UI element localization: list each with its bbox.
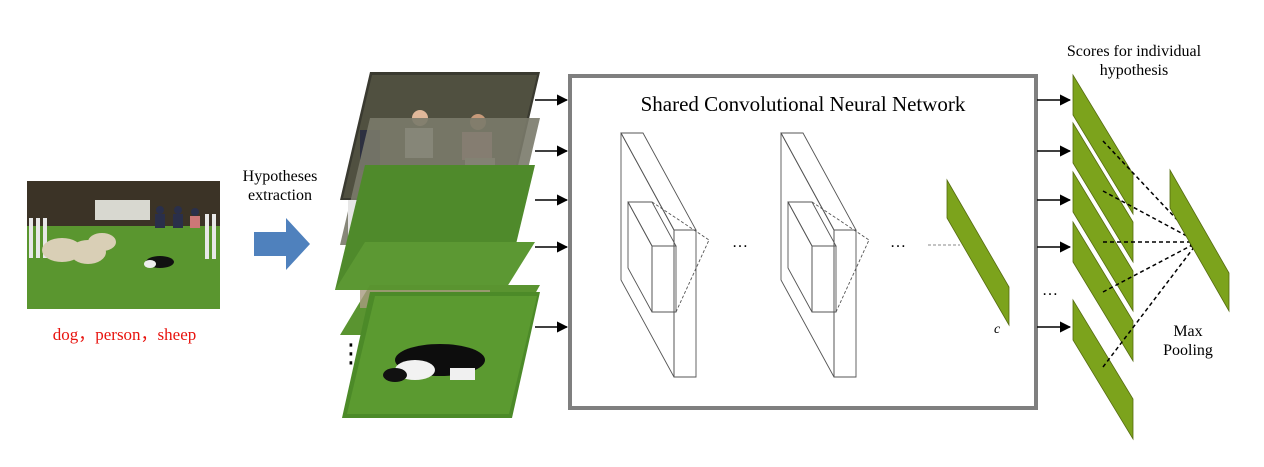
hypotheses-label-line2: extraction [248,187,312,204]
layer-ellipsis-2: … [890,234,906,251]
scores-label-line2: hypothesis [1099,62,1169,79]
hypotheses-label-line1: Hypotheses [242,168,318,185]
score-vectors [1072,73,1134,441]
layer-ellipsis-1: … [732,234,748,251]
max-pooling-label: Max Pooling [1150,322,1226,360]
score-ellipsis: … [1042,282,1058,299]
pooled-output [1169,168,1230,313]
conv-block-2 [780,132,870,378]
cnn-title: Shared Convolutional Neural Network [640,92,966,116]
conv-block-1 [620,132,710,378]
pool-label-line2: Pooling [1163,342,1213,359]
pool-label-line1: Max [1173,323,1203,340]
extraction-arrow [254,218,310,270]
input-image [27,181,220,309]
sheep-shapes [42,233,116,264]
hypothesis-patches [335,72,540,418]
class-count-label: c [994,322,1001,337]
dog-shape [144,256,174,268]
cnn-output-layer [946,178,1010,327]
cnn-to-score-arrows [1037,94,1072,333]
cnn-frame [568,74,1038,410]
scores-label-line1: Scores for individual [1066,43,1202,60]
patches-vertical-ellipsis: ⋮ [338,339,364,369]
input-class-labels: dog，person，sheep [52,325,197,344]
scores-label: Scores for individual hypothesis [1042,42,1226,80]
hypotheses-extraction-label: Hypotheses extraction [226,167,334,205]
patch-to-cnn-arrows [535,94,569,333]
